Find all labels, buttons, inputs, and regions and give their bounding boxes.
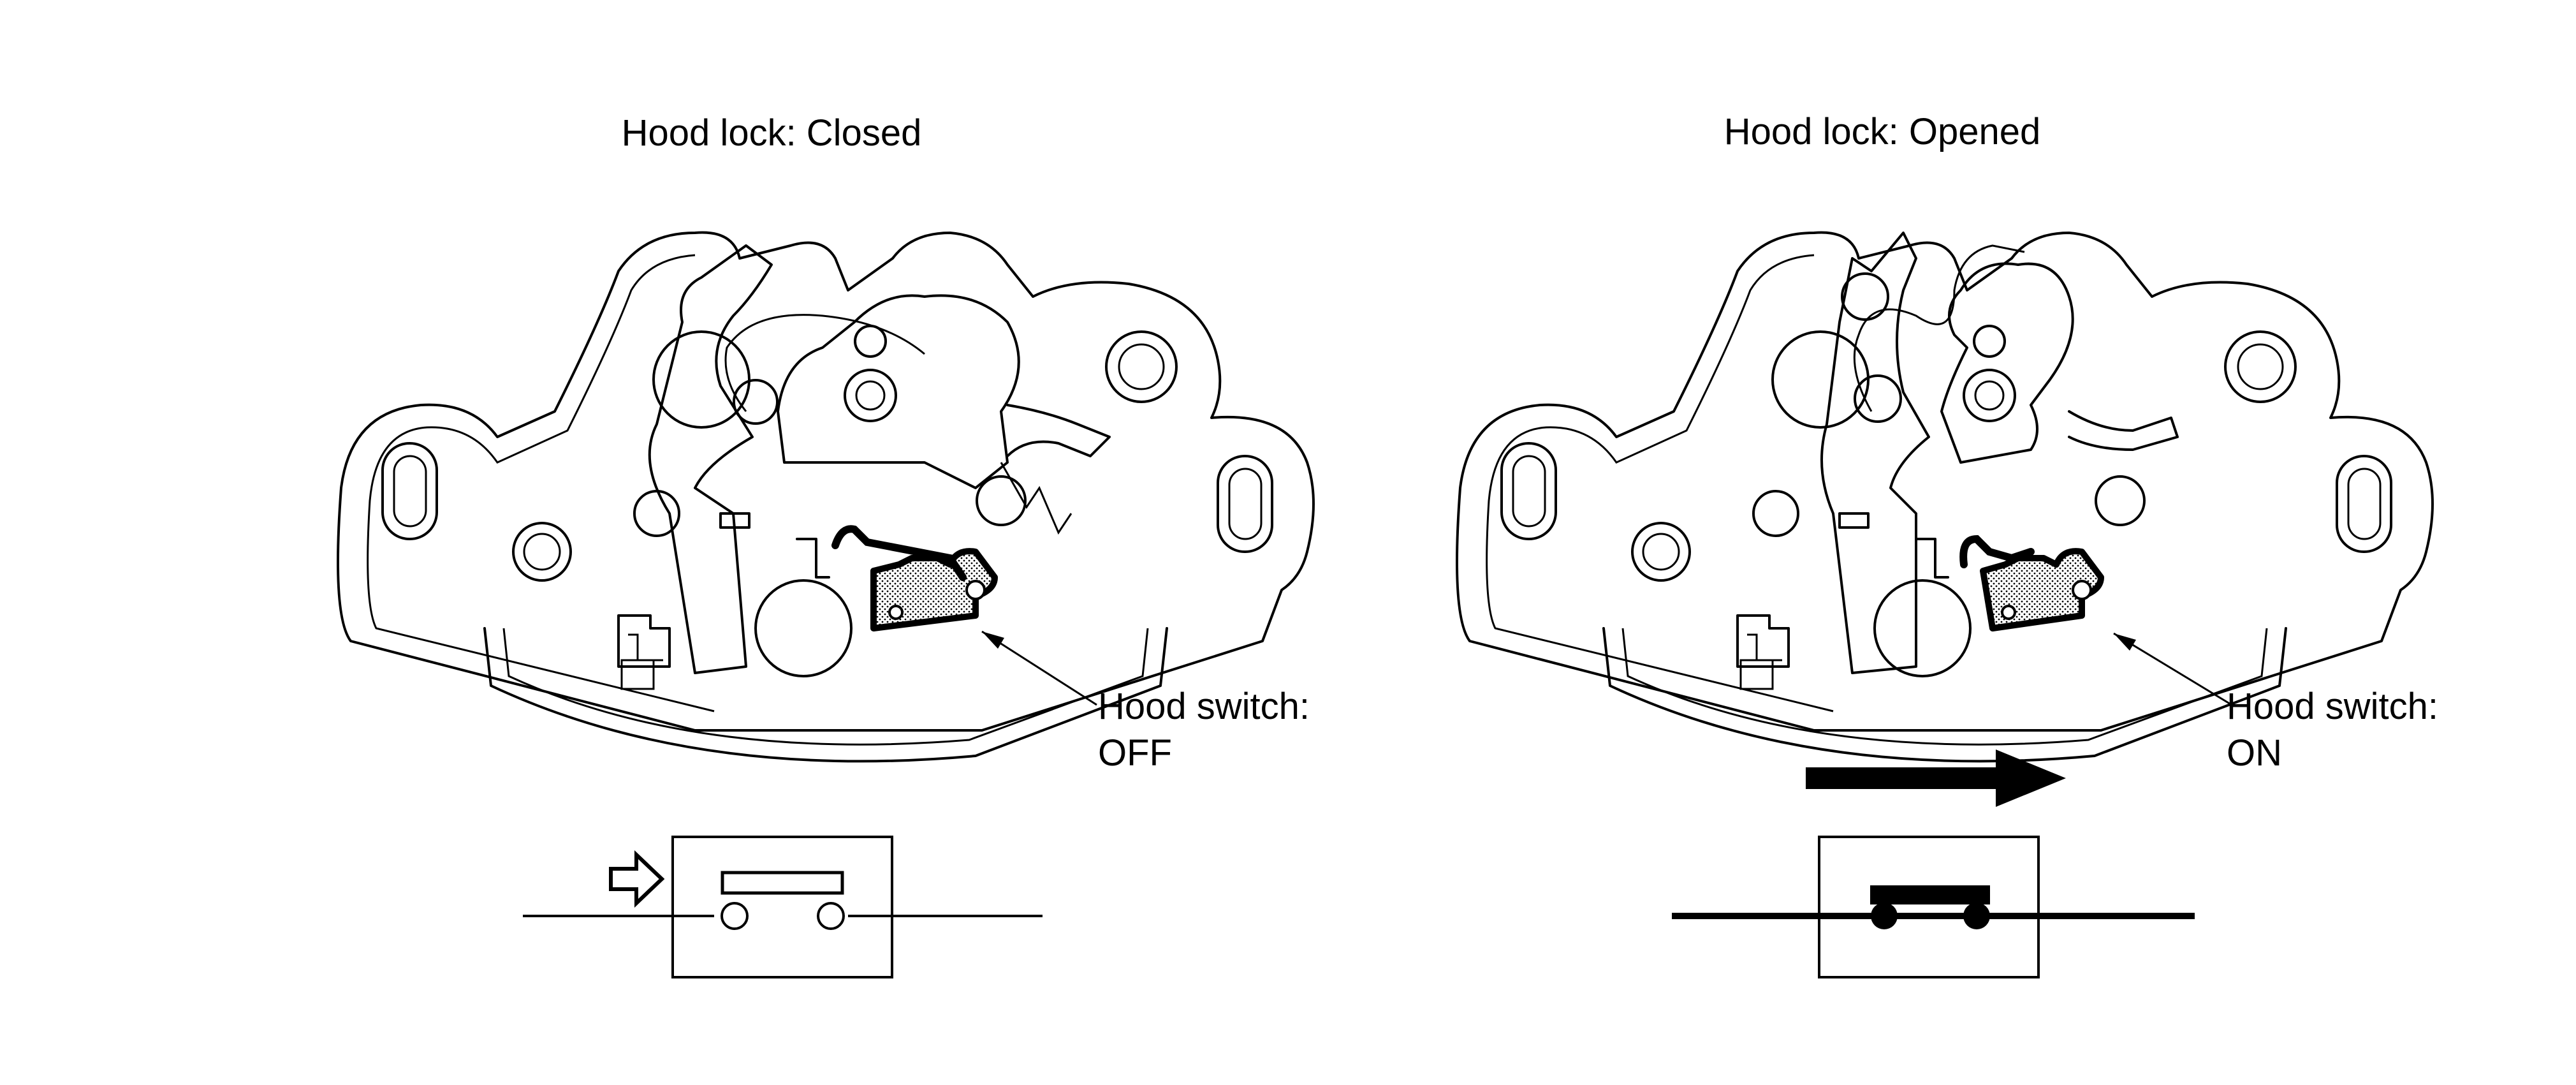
opened-switch-schematic	[1672, 836, 2195, 978]
solid-right-arrow-icon	[1806, 749, 2066, 807]
hollow-right-arrow-icon	[609, 850, 665, 908]
closed-callout-line	[981, 630, 1097, 706]
closed-hood-lock-assembly	[337, 231, 1315, 763]
closed-switch-label-line2: OFF	[1098, 732, 1172, 774]
opened-callout-line	[2113, 632, 2232, 706]
closed-hood-switch	[831, 525, 998, 631]
closed-switch-schematic	[523, 836, 1043, 978]
opened-switch-label-line1: Hood switch:	[2227, 686, 2438, 727]
opened-hood-switch	[1959, 535, 2104, 631]
opened-panel: Hood lock: Opened	[1456, 111, 2438, 978]
closed-panel: Hood lock: Closed	[337, 112, 1315, 978]
opened-hood-lock-assembly	[1456, 231, 2434, 763]
opened-switch-label-line2: ON	[2227, 732, 2282, 774]
closed-switch-label-line1: Hood switch:	[1098, 686, 1310, 727]
opened-title: Hood lock: Opened	[1724, 111, 2041, 152]
closed-title: Hood lock: Closed	[622, 112, 922, 154]
